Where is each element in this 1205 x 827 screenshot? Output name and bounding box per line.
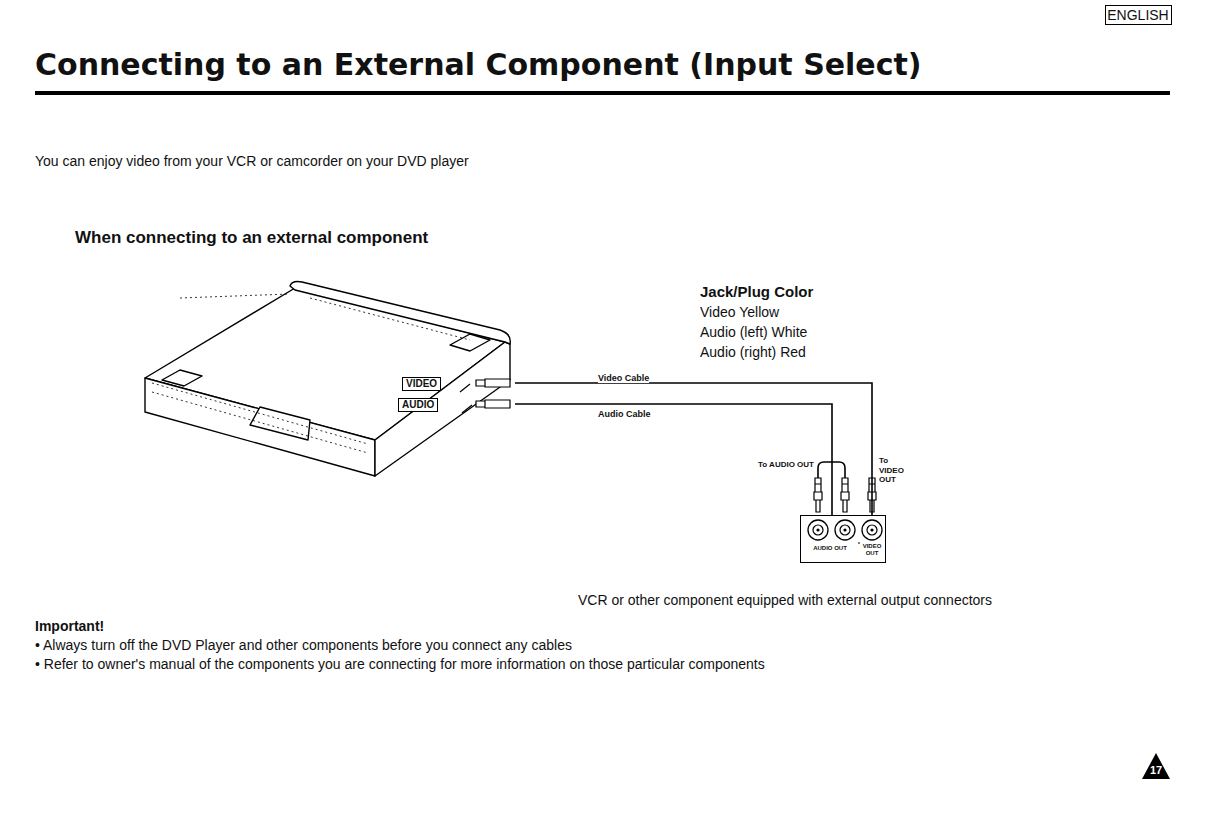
- title-rule: [35, 91, 1170, 95]
- rca-jack: [808, 520, 828, 540]
- legend-line: Audio (right) Red: [700, 344, 806, 360]
- note-heading: Important!: [35, 618, 104, 634]
- rca-pin: [870, 528, 873, 531]
- player-body: [145, 282, 510, 477]
- legend-line: Audio (left) White: [700, 324, 807, 340]
- tab-text: ENGLISH: [1106, 7, 1170, 23]
- player-lid-hinge: [290, 282, 510, 345]
- cable-line: [515, 404, 832, 515]
- rca-plugs: [814, 478, 876, 512]
- jack-label: AUDIO: [398, 398, 438, 412]
- jack-row: [801, 516, 887, 544]
- rca-pin: [816, 528, 819, 531]
- page-number-text: 17: [1141, 764, 1171, 777]
- player-jacks: [460, 379, 510, 413]
- cable-label: Video Cable: [598, 373, 649, 383]
- player-front: [145, 378, 375, 476]
- jack-leader: [460, 384, 472, 413]
- section-heading: When connecting to an external component: [75, 228, 428, 248]
- rca-jack-center: [813, 525, 823, 535]
- note-bullet: • Refer to owner's manual of the compone…: [35, 656, 765, 672]
- player-button: [162, 370, 202, 386]
- dvd-player-drawing: [140, 280, 515, 485]
- player-vent-lines: [152, 294, 470, 453]
- rca-jack: [835, 520, 855, 540]
- note-bullet: • Always turn off the DVD Player and oth…: [35, 637, 572, 653]
- rca-jack-center: [867, 525, 877, 535]
- dvd-player: VIDEO AUDIO: [140, 280, 515, 485]
- language-tab: ENGLISH: [1105, 5, 1172, 25]
- cable-line: [515, 383, 872, 515]
- player-side: [375, 342, 510, 476]
- rca-jack-center: [840, 525, 850, 535]
- intro-text: You can enjoy video from your VCR or cam…: [35, 153, 469, 169]
- rca-pin: [843, 528, 846, 531]
- video-plug: [476, 379, 510, 387]
- page-number: 17: [1141, 752, 1171, 780]
- triangle: [1142, 753, 1170, 779]
- rca-jack: [862, 520, 882, 540]
- legend-heading: Jack/Plug Color: [700, 283, 813, 300]
- vent: [152, 294, 470, 453]
- jack-label: AUDIO OUT: [803, 545, 857, 552]
- av-output-panel: AUDIO OUTVIDEO OUT: [800, 515, 886, 563]
- legend-line: Video Yellow: [700, 304, 779, 320]
- plug-callout: To VIDEO OUT: [879, 456, 909, 485]
- page-title: Connecting to an External Component (Inp…: [35, 48, 922, 83]
- component-caption: VCR or other component equipped with ext…: [578, 592, 992, 608]
- audio-plug: [476, 400, 510, 408]
- jack-label: VIDEO: [402, 377, 441, 391]
- cable-label: Audio Cable: [598, 409, 651, 419]
- panel-divider: [859, 542, 860, 544]
- plug-callout: To AUDIO OUT: [752, 460, 814, 469]
- jack-label: VIDEO OUT: [859, 543, 885, 556]
- player-front-latch: [250, 407, 310, 440]
